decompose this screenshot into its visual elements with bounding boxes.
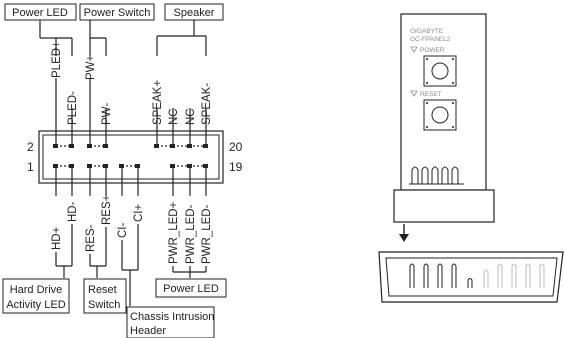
- hdd-bracket: [55, 224, 73, 278]
- adapter-power-label: POWER: [420, 47, 445, 54]
- pin-label-res-plus: RES+: [101, 194, 113, 225]
- pin-label-nc-1: NC: [168, 108, 180, 125]
- chassis-intrusion-footer-group: Chassis Intrusion Header: [126, 306, 215, 338]
- power-led-header-group: Power LED: [4, 3, 77, 21]
- pin-label-hd-minus: HD-: [67, 201, 79, 222]
- connector-inner-frame: [42, 134, 220, 180]
- top-pin-row: [53, 144, 208, 148]
- pin-top-7: [187, 144, 192, 148]
- power-switch-header-label: Power Switch: [84, 7, 151, 19]
- hdd-led-footer-line2: Activity LED: [6, 299, 65, 311]
- power-switch-bracket: [89, 20, 107, 56]
- pin-top-8: [203, 144, 208, 148]
- pin-top-6: [170, 144, 175, 148]
- hdd-led-footer-line1: Hard Drive: [10, 284, 63, 296]
- adapter-connector-block: [393, 189, 495, 223]
- adapter-header-pins: [409, 166, 464, 185]
- adapter-model-text: GC-FPANEL2: [410, 36, 451, 43]
- pin-label-ci-plus: CI+: [133, 204, 145, 223]
- power-led-footer-group: Power LED: [155, 278, 227, 298]
- power-led-bottom-bracket: [172, 266, 207, 278]
- adapter-power-button-icon: [431, 62, 449, 80]
- pin-label-speak-plus: SPEAK+: [152, 80, 164, 125]
- power-switch-header-group: Power Switch: [79, 3, 155, 21]
- pin-label-pwr-led-minus-1: PWR_LED-: [185, 204, 197, 264]
- speaker-header-label: Speaker: [174, 7, 215, 19]
- fpanel-adapter-board: GIGABYTE GC-FPANEL2 POWER RESET: [400, 13, 487, 191]
- chassis-intrusion-footer-line2: Header: [130, 325, 166, 337]
- bottom-pin-row: [53, 164, 208, 168]
- bottom-pin-leads: [55, 166, 207, 196]
- pin-number-20: 20: [229, 140, 243, 154]
- pin-label-speak-minus: SPEAK-: [201, 83, 213, 125]
- header-active-pins: [409, 263, 473, 288]
- pin-label-pw-plus: PW+: [85, 54, 97, 80]
- pin-label-pled-minus: PLED-: [67, 91, 79, 125]
- power-led-bracket: [39, 20, 73, 56]
- pin-label-pw-minus: PW-: [101, 103, 113, 125]
- hdd-led-footer-group: Hard Drive Activity LED: [2, 278, 70, 314]
- speaker-bracket: [156, 20, 207, 56]
- pin-label-res-minus: RES-: [85, 224, 97, 252]
- reset-switch-footer-box: [83, 278, 127, 314]
- chassis-intrusion-footer-line1: Chassis Intrusion: [130, 311, 214, 323]
- power-led-footer-label: Power LED: [163, 283, 219, 295]
- header-faded-pins: [483, 263, 545, 288]
- pin-number-1: 1: [27, 160, 34, 174]
- reset-switch-footer-line1: Reset: [88, 284, 117, 296]
- reset-switch-footer-line2: Switch: [88, 299, 120, 311]
- pin-label-pwr-led-plus: PWR_LED+: [168, 201, 180, 264]
- down-arrow-icon: [399, 224, 409, 242]
- reset-bracket: [89, 227, 107, 278]
- pin-label-ci-minus: CI-: [117, 223, 129, 239]
- motherboard-front-panel-header: [378, 251, 564, 303]
- pin-top-5: [154, 144, 159, 148]
- power-led-footer-box: [155, 278, 227, 298]
- pin-number-2: 2: [27, 140, 34, 154]
- adapter-brand-text: GIGABYTE: [410, 28, 444, 35]
- pin-top-3: [87, 144, 92, 148]
- pin-top-4: [103, 144, 108, 148]
- reset-switch-footer-group: Reset Switch: [83, 278, 127, 314]
- chassis-bracket: [121, 224, 139, 306]
- header-inner-shell: [385, 257, 558, 297]
- pin-label-pwr-led-minus-2: PWR_LED-: [201, 204, 213, 264]
- speaker-header-group: Speaker: [164, 3, 224, 21]
- pin-top-1: [53, 144, 58, 148]
- chassis-intrusion-footer-box: [126, 306, 215, 338]
- hdd-led-footer-box: [2, 278, 70, 314]
- pin-label-pled-plus: PLED+: [51, 41, 63, 78]
- pin-top-2: [69, 144, 74, 148]
- pin-number-19: 19: [229, 160, 243, 174]
- top-pin-leads: [55, 78, 207, 146]
- power-switch-header-box: [79, 3, 155, 21]
- pin-label-hd-plus: HD+: [51, 226, 63, 250]
- power-led-header-label: Power LED: [12, 7, 68, 19]
- adapter-reset-label: RESET: [420, 91, 442, 98]
- connector-outer-frame: [38, 130, 224, 184]
- pin-label-nc-2: NC: [185, 108, 197, 125]
- power-triangle-icon: [410, 46, 418, 53]
- adapter-reset-button-icon: [431, 106, 449, 124]
- front-panel-connector: [38, 130, 224, 184]
- reset-triangle-icon: [410, 90, 418, 97]
